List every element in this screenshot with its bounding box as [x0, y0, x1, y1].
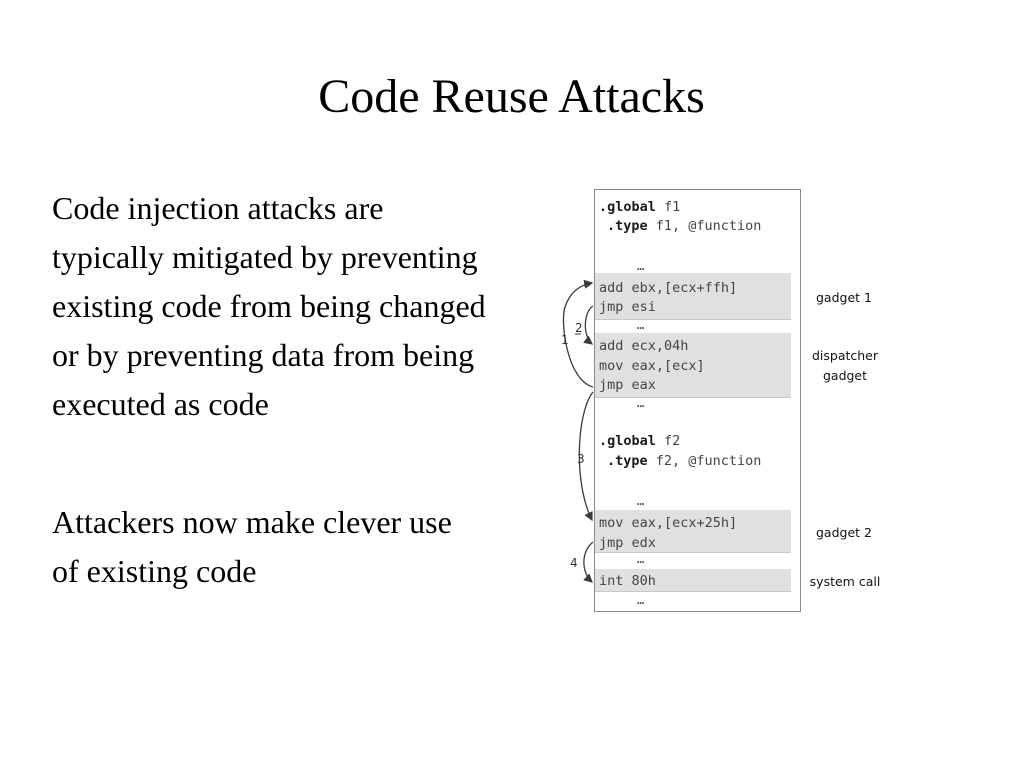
ellipsis-4: …	[637, 494, 645, 508]
control-flow-arrows	[562, 279, 594, 583]
code-line-g1-1: add ebx,[ecx+ffh]	[599, 280, 738, 296]
code-reuse-diagram: .global f1 .type f1, @function … add ebx…	[555, 182, 895, 622]
dispatcher-band	[595, 333, 791, 398]
gadget2-band	[595, 510, 791, 553]
arrow-number-1: 1	[561, 333, 569, 347]
system-call-label: system call	[809, 574, 881, 589]
gadget2-label: gadget 2	[816, 525, 872, 540]
ellipsis-1: …	[637, 259, 645, 273]
code-line-g2-1: mov eax,[ecx+25h]	[599, 515, 738, 531]
code-line-d-2: mov eax,[ecx]	[599, 358, 705, 374]
code-line-sys-1: int 80h	[599, 573, 656, 589]
body-paragraph-2: Attackers now make clever use of existin…	[52, 504, 452, 589]
code-line-type-f1: .type f1, @function	[607, 218, 762, 234]
body-paragraph-1: Code injection attacks are typically mit…	[52, 190, 486, 422]
arrow-2	[583, 305, 594, 345]
arrow-1	[562, 279, 594, 388]
gadget1-label: gadget 1	[816, 290, 872, 305]
ellipsis-6: …	[637, 593, 645, 607]
syscall-band	[595, 569, 791, 592]
code-line-d-1: add ecx,04h	[599, 338, 689, 354]
code-line-global-f2: .global f2	[599, 433, 681, 449]
ellipsis-2: …	[637, 318, 645, 332]
slide-title: Code Reuse Attacks	[318, 70, 705, 123]
code-line-global-f1: .global f1	[599, 199, 681, 215]
code-line-g2-2: jmp edx	[599, 535, 656, 551]
ellipsis-3: …	[637, 396, 645, 410]
arrow-4	[583, 541, 594, 583]
code-line-type-f2: .type f2, @function	[607, 453, 762, 469]
ellipsis-5: …	[637, 552, 645, 566]
code-line-d-3: jmp eax	[599, 377, 656, 393]
arrow-3	[578, 391, 594, 522]
gadget1-band	[595, 273, 791, 320]
dispatcher-label-line1: dispatcher	[811, 348, 879, 363]
arrow-number-4: 4	[570, 556, 578, 570]
code-line-g1-2: jmp esi	[599, 299, 656, 315]
arrow-number-3: 3	[577, 452, 585, 466]
dispatcher-label-line2: gadget	[822, 368, 868, 383]
arrow-number-2: 2	[575, 321, 583, 335]
